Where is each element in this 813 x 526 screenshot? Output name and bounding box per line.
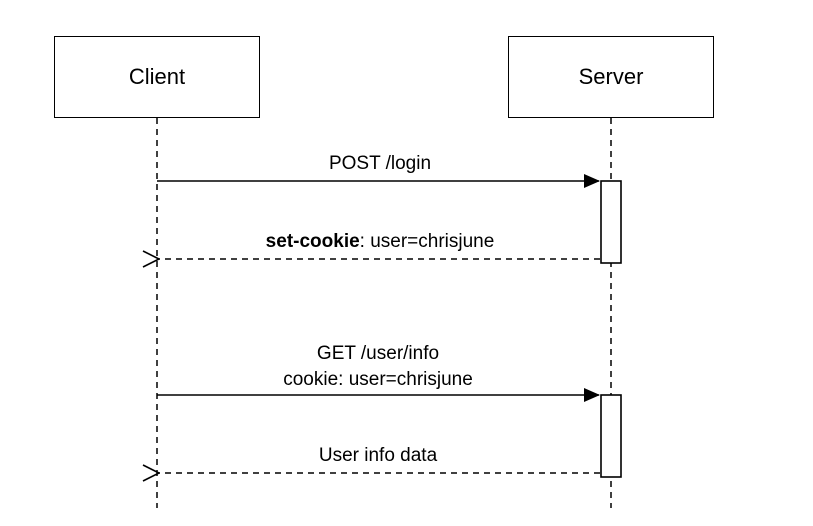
user-info-request-label: GET /user/info cookie: user=chrisjune: [283, 341, 473, 393]
client-label: Client: [128, 64, 186, 89]
client-participant: Client: [54, 36, 260, 118]
user-info-reply-label: User info data: [319, 443, 437, 469]
user-info-request-line-2: cookie: user=chrisjune: [283, 369, 473, 390]
set-cookie-keyword: set-cookie: [265, 231, 360, 252]
set-cookie-reply-label: set-cookie: user=chrisjune: [266, 229, 495, 255]
server-label: Server: [578, 64, 644, 89]
server-activation-1: [600, 180, 622, 264]
server-participant: Server: [508, 36, 714, 118]
server-activation-2: [600, 394, 622, 478]
user-info-reply-text: User info data: [318, 445, 438, 466]
login-request-text: POST /login: [328, 153, 432, 174]
user-info-request-line-1: GET /user/info: [316, 343, 440, 364]
login-request-label: POST /login: [329, 151, 431, 177]
set-cookie-value: : user=chrisjune: [359, 231, 495, 252]
